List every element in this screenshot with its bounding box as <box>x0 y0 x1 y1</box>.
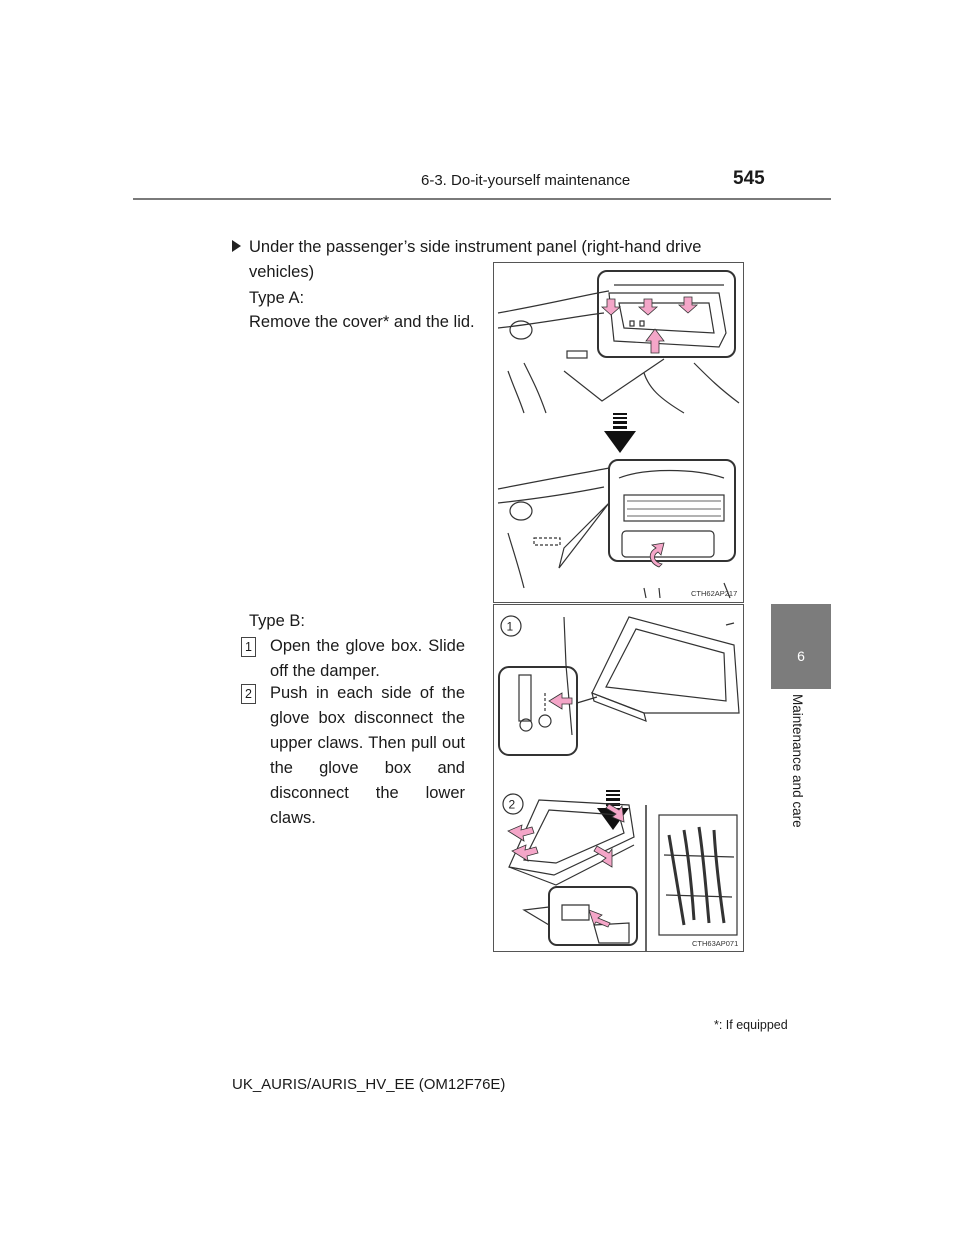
chapter-tab-number: 6 <box>797 648 805 664</box>
chapter-tab-label: Maintenance and care <box>790 694 805 828</box>
type-a-instruction: Remove the cover* and the lid. <box>249 313 475 331</box>
footnote: *: If equipped <box>714 1018 788 1032</box>
document-code: UK_AURIS/AURIS_HV_EE (OM12F76E) <box>232 1076 506 1093</box>
type-a-label: Type A: <box>249 289 305 307</box>
callout-1-label: 1 <box>507 620 514 634</box>
step-1-number: 1 <box>241 637 256 657</box>
callout-1-icon <box>500 615 522 637</box>
figure-type-b: CTH63AP071 1 2 <box>493 604 744 952</box>
triangle-bullet-icon <box>232 240 241 252</box>
header-rule <box>133 198 831 200</box>
bullet-heading: Under the passenger’s side instrument pa… <box>249 238 702 281</box>
callout-2-label: 2 <box>509 798 516 812</box>
type-b-label: Type B: <box>249 612 305 630</box>
page-number: 545 <box>733 168 765 189</box>
step-2-text: Push in each side of the glove box disco… <box>270 684 465 827</box>
step-2-number: 2 <box>241 684 256 704</box>
chapter-tab: 6 <box>771 604 831 689</box>
callout-2-icon <box>502 793 524 815</box>
figure-code-b: CTH63AP071 <box>692 939 738 948</box>
section-title: 6-3. Do-it-yourself maintenance <box>421 172 631 189</box>
figure-code-a: CTH62AP217 <box>691 589 737 598</box>
step-1-text: Open the glove box. Slide off the damper… <box>270 637 465 680</box>
figure-type-a: CTH62AP217 <box>493 262 744 603</box>
